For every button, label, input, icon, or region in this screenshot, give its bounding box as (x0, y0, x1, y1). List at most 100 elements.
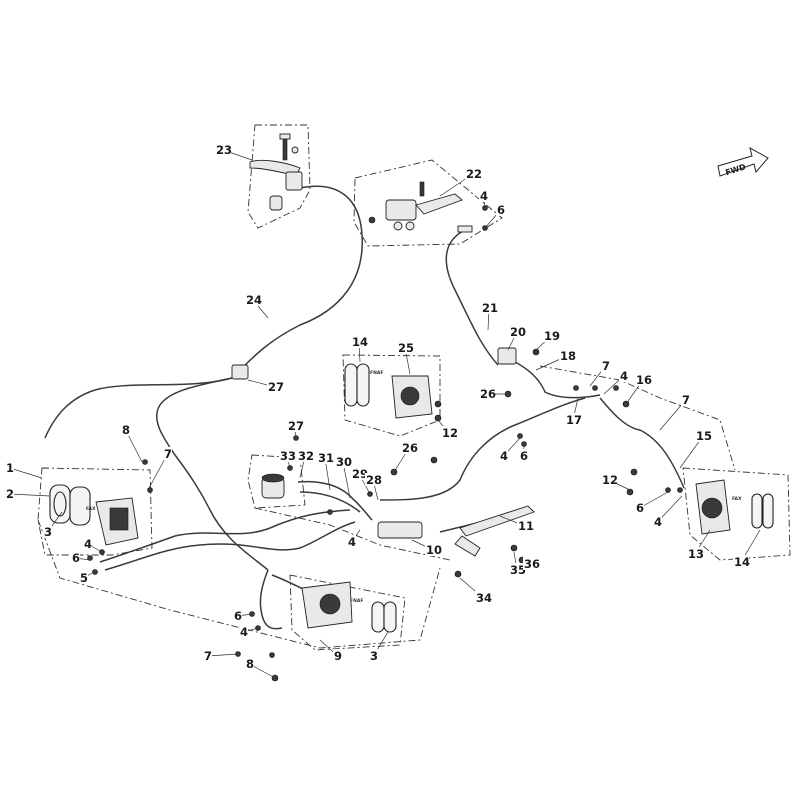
lever-clamp (285, 171, 303, 191)
callout-12: 12 (601, 473, 631, 491)
callout-number: 16 (636, 373, 652, 387)
fastener (677, 487, 683, 493)
callout-bg (347, 535, 356, 548)
fwd-arrow-shape (717, 147, 769, 177)
callout-6: 6 (519, 445, 528, 463)
lever-bracket (269, 195, 283, 211)
callout-bg (279, 449, 295, 462)
banjo-fitting-6 (457, 225, 473, 233)
fastener (327, 509, 333, 515)
callout-bg (351, 467, 367, 480)
callout-14: 14 (733, 529, 761, 569)
callout-27: 27 (287, 419, 304, 439)
callout-4: 4 (347, 529, 361, 549)
callout-number: 7 (164, 447, 172, 461)
callout-bg (481, 301, 497, 314)
callout-34: 34 (459, 577, 492, 605)
callout-10: 10 (411, 539, 442, 557)
brake-pad-3-a (371, 601, 385, 633)
callout-number: 10 (426, 543, 442, 557)
callout-number: 32 (298, 449, 314, 463)
handlebar-brake-lever (249, 133, 303, 211)
pad-spring-3 (53, 491, 67, 517)
fastener (430, 456, 438, 464)
callout-22: 22 (439, 167, 482, 197)
callout-bg (519, 449, 528, 462)
callout-number: 4 (348, 535, 356, 549)
callout-bg (79, 571, 88, 584)
callout-number: 26 (402, 441, 418, 455)
callout-19: 19 (535, 329, 560, 351)
callout-17: 17 (565, 397, 582, 427)
callout-13: 13 (687, 529, 711, 561)
brake-pad-14-c (751, 493, 763, 529)
lever-pivot (291, 146, 299, 154)
callout-number: 4 (620, 369, 628, 383)
pad-mark-text-left: FAX (86, 506, 96, 512)
outline-front-left-caliper (37, 467, 153, 556)
brake-line-17 (379, 397, 586, 501)
callout-number: 2 (6, 487, 14, 501)
callout-3: 3 (369, 631, 389, 663)
callout-bg (397, 341, 413, 354)
callout-number: 4 (84, 537, 92, 551)
callout-24: 24 (245, 293, 269, 319)
callout-bg (479, 387, 495, 400)
callout-bg (733, 555, 749, 568)
callout-36: 36 (521, 557, 540, 571)
brake-line-15 (599, 397, 685, 489)
callout-number: 29 (352, 467, 368, 481)
callout-bg (365, 473, 381, 486)
callout-bg (369, 649, 378, 662)
callout-number: 3 (370, 649, 378, 663)
callout-number: 6 (497, 203, 505, 217)
callout-bg (425, 543, 441, 556)
fastener (92, 569, 98, 575)
callout-number: 17 (566, 413, 582, 427)
master-cylinder-bolt (419, 181, 425, 197)
callout-number: 14 (734, 555, 750, 569)
callout-bg (543, 329, 559, 342)
callout-31: 31 (317, 451, 334, 491)
rear-bottom-caliper-assembly: FNAF (301, 581, 397, 633)
callout-bg (479, 189, 488, 202)
callout-number: 7 (204, 649, 212, 663)
callout-bg (267, 380, 283, 393)
callout-15: 15 (679, 429, 712, 469)
forward-direction-arrow: FWD (717, 147, 769, 177)
callout-9: 9 (319, 639, 342, 663)
caliper-piston-rear-left (400, 386, 420, 406)
callout-bg (333, 649, 342, 662)
fastener (521, 441, 527, 447)
brake-line-front-left-upper (44, 377, 233, 439)
callout-32: 32 (297, 449, 314, 479)
callout-bg (509, 325, 525, 338)
callout-bg (465, 167, 481, 180)
splitter-bolt (532, 348, 540, 356)
master-cylinder (368, 181, 473, 233)
callout-number: 27 (288, 419, 304, 433)
callout-bg (121, 423, 130, 436)
rear-right-caliper-assembly: FAX (695, 479, 774, 535)
callout-27: 27 (247, 379, 284, 394)
master-cylinder-lever (415, 193, 463, 215)
master-cylinder-fitting (393, 221, 403, 231)
callout-2: 2 (5, 487, 51, 501)
callout-bg (695, 429, 711, 442)
callout-bg (499, 449, 508, 462)
fastener (269, 652, 275, 658)
splitter-valve (231, 364, 249, 380)
lever-bolt (282, 135, 288, 161)
brake-pad-3-b (383, 601, 397, 633)
callout-7: 7 (589, 359, 610, 387)
rear-left-caliper-assembly: FNAF (344, 363, 442, 422)
callout-7: 7 (203, 649, 239, 663)
callout-number: 6 (234, 609, 242, 623)
brake-pad-14-a (344, 363, 358, 407)
callout-bg (601, 359, 610, 372)
master-cylinder-fitting-2 (405, 221, 415, 231)
callout-bg (245, 657, 254, 670)
outline-handlebar-lever (247, 124, 311, 229)
callout-5: 5 (79, 571, 95, 585)
pad-mark-text-rear-left: FNAF (370, 370, 383, 376)
